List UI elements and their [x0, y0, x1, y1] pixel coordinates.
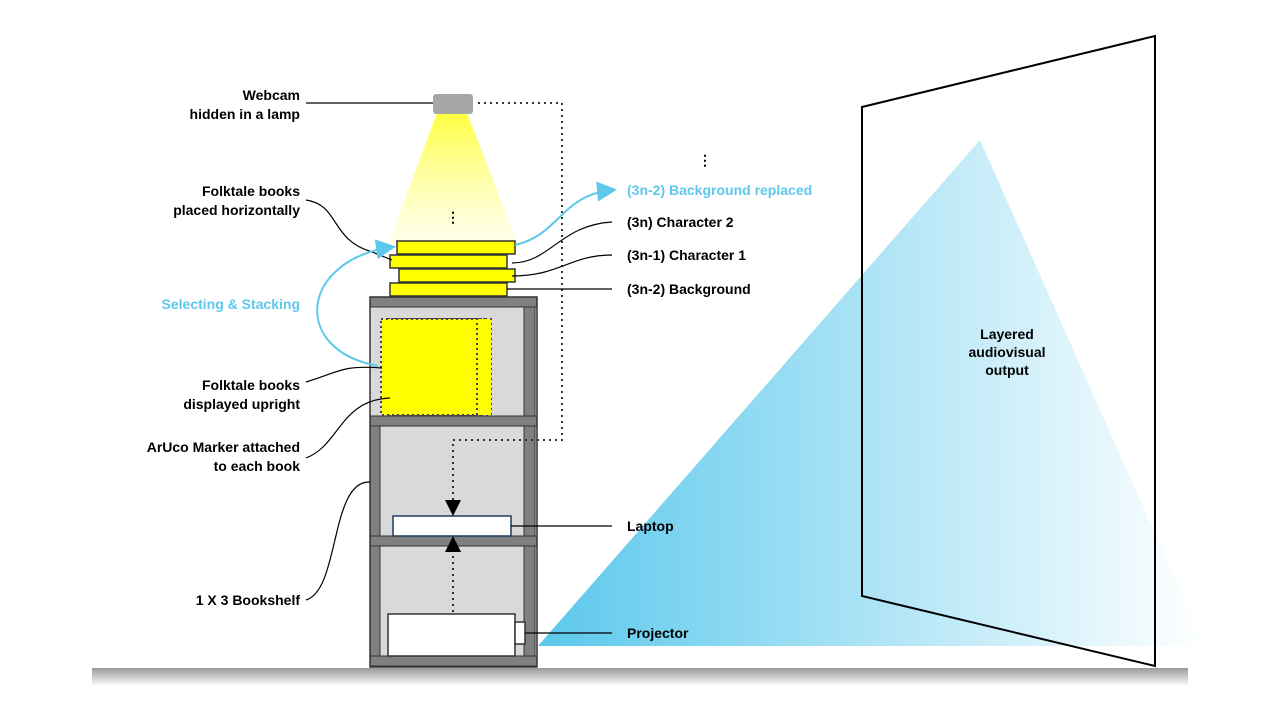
ellipsis-icon: ⋮ [446, 209, 460, 225]
label-background-replaced: (3n-2) Background replaced [627, 182, 812, 198]
label-bookshelf: 1 X 3 Bookshelf [196, 592, 301, 608]
leader-lines [305, 102, 613, 634]
label-background: (3n-2) Background [627, 281, 751, 297]
label-books-upright: Folktale books [202, 377, 300, 393]
selecting-stacking-arrow [316, 239, 396, 367]
webcam-to-laptop-flow [445, 102, 563, 516]
label-output: Layered [980, 326, 1034, 342]
background-replaced-arrow [514, 181, 617, 246]
label-aruco: ArUco Marker attached [147, 439, 300, 455]
projection-beam [538, 140, 1205, 646]
stacked-books [389, 240, 516, 297]
label-aruco: to each book [214, 458, 301, 474]
label-output: output [985, 362, 1029, 378]
label-selecting-stacking: Selecting & Stacking [162, 296, 300, 312]
webcam [433, 94, 473, 114]
label-output: audiovisual [968, 344, 1045, 360]
projection-screen [861, 34, 1156, 668]
label-books-horizontal: placed horizontally [173, 202, 300, 218]
ellipsis-icon: ⋮ [698, 152, 712, 168]
upright-books [380, 318, 492, 416]
label-books-horizontal: Folktale books [202, 183, 300, 199]
label-character2: (3n) Character 2 [627, 214, 734, 230]
label-webcam: hidden in a lamp [190, 106, 300, 122]
label-books-upright: displayed upright [183, 396, 300, 412]
lamp-light-cone [386, 113, 520, 250]
label-projector: Projector [627, 625, 689, 641]
projector [387, 613, 526, 657]
floor [92, 668, 1188, 686]
label-character1: (3n-1) Character 1 [627, 247, 746, 263]
label-laptop: Laptop [627, 518, 674, 534]
laptop [392, 515, 512, 537]
label-webcam: Webcam [243, 87, 300, 103]
